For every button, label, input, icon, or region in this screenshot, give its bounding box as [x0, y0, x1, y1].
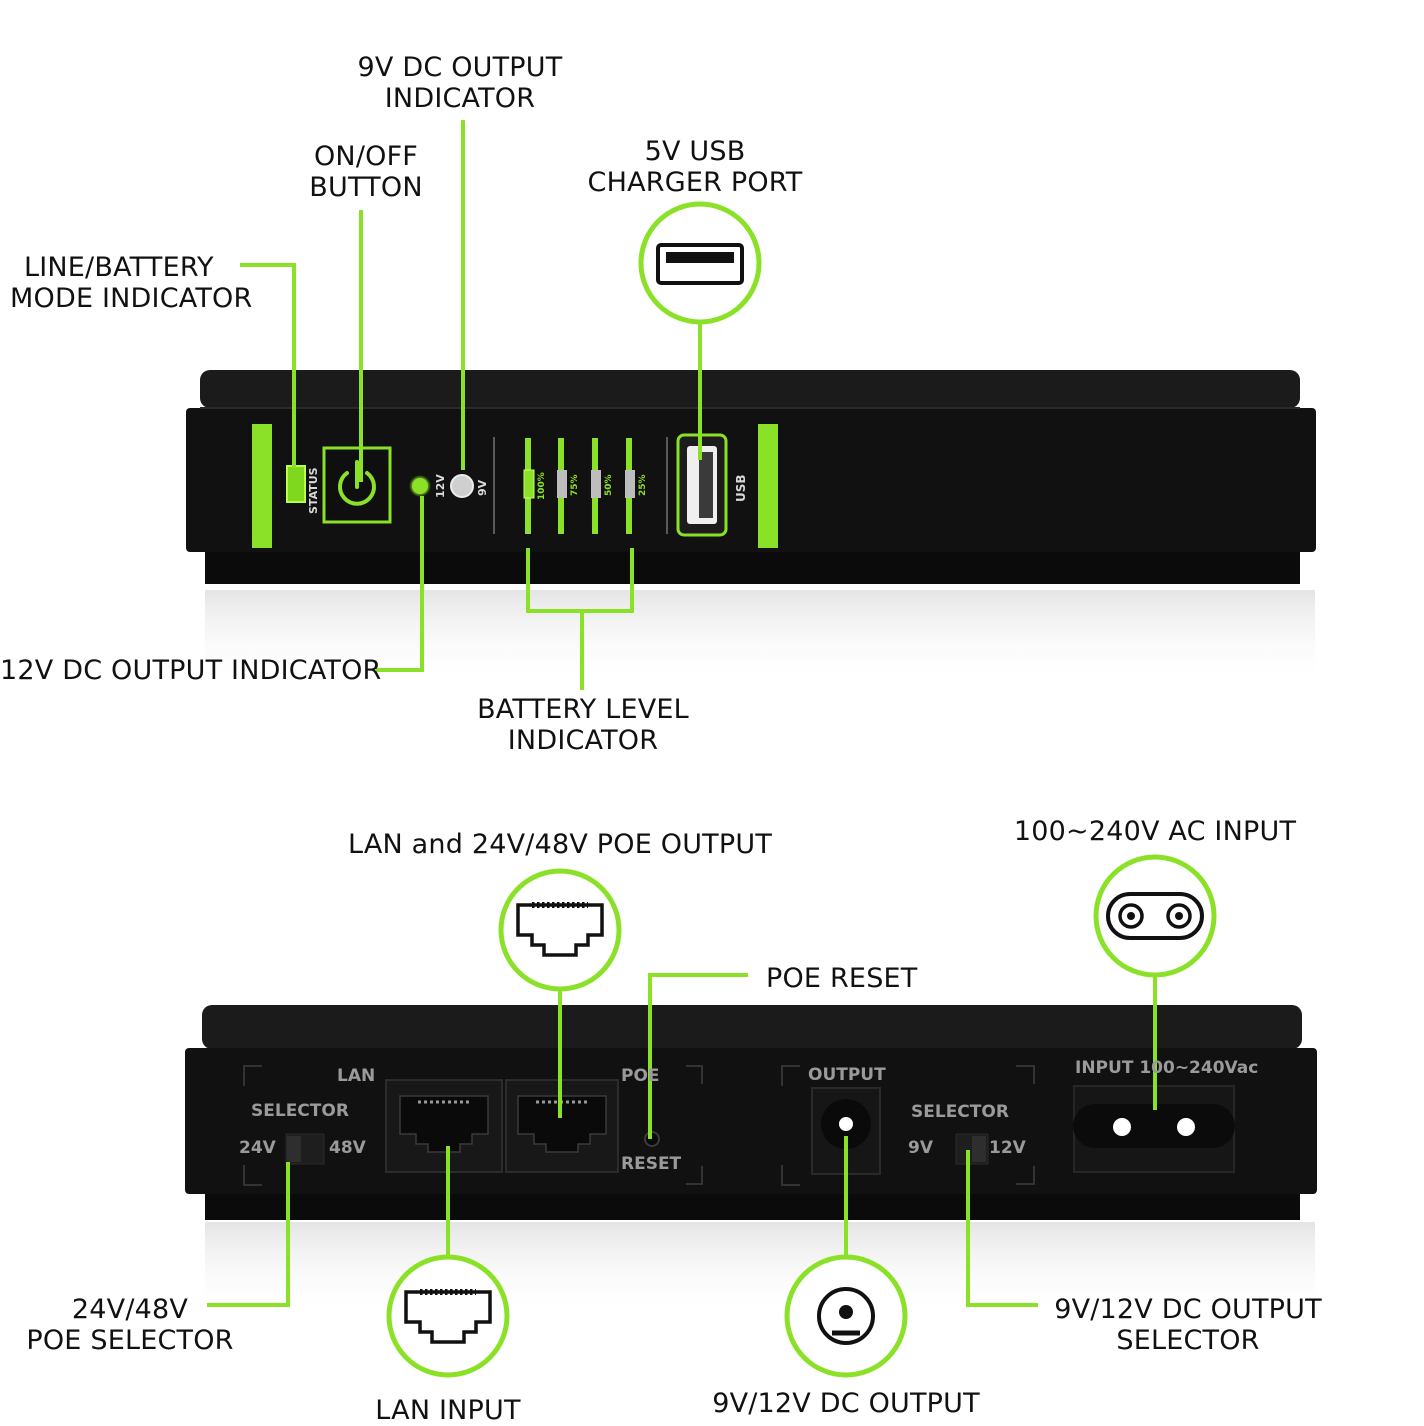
lan-input-zoom-callout — [386, 1254, 510, 1378]
usb-port-icon — [656, 243, 744, 285]
lan-input-callout: LAN INPUT — [375, 1395, 521, 1426]
front-right-green-bar — [758, 424, 778, 548]
rear-view-device — [185, 1005, 1317, 1317]
rear-24v-label: 24V — [239, 1138, 276, 1158]
rear-input-label: INPUT 100~240Vac — [1075, 1058, 1259, 1078]
status-label: STATUS — [307, 467, 320, 514]
front-left-green-bar — [252, 424, 272, 548]
nine-v-indicator-callout: 9V DC OUTPUT INDICATOR — [357, 52, 563, 114]
level-100-label: 100% — [537, 472, 547, 500]
poe-port-zoom-callout — [498, 868, 622, 992]
ethernet-port-icon — [516, 902, 604, 957]
rear-top-lid — [202, 1005, 1302, 1049]
battery-level-callout: BATTERY LEVEL INDICATOR — [477, 694, 689, 756]
poe-reset-callout: POE RESET — [766, 963, 918, 994]
front-view-device — [186, 370, 1316, 685]
poe-selector-callout: 24V/48V POE SELECTOR — [26, 1294, 234, 1356]
line-battery-mode-callout: LINE/BATTERY MODE INDICATOR — [10, 252, 253, 314]
rear-base — [205, 1194, 1300, 1220]
battery-level-bars — [523, 438, 635, 534]
status-led — [286, 465, 306, 503]
dc-selector-callout: 9V/12V DC OUTPUT SELECTOR — [1054, 1294, 1322, 1356]
rear-48v-label: 48V — [329, 1138, 366, 1158]
usb-label: USB — [734, 474, 748, 502]
top-callout-lines — [240, 120, 702, 690]
front-base — [205, 552, 1300, 584]
led-12v-label: 12V — [434, 474, 447, 498]
rear-selector-right-label: SELECTOR — [911, 1102, 1009, 1122]
ac-socket-icon — [1106, 892, 1204, 940]
level-50-label: 50% — [604, 474, 614, 496]
dc-output-callout: 9V/12V DC OUTPUT — [712, 1388, 980, 1419]
bottom-callout-lines — [207, 973, 1157, 1307]
power-icon — [338, 460, 376, 506]
ac-input-callout: 100~240V AC INPUT — [1013, 816, 1297, 847]
rear-reset-label: RESET — [621, 1154, 682, 1174]
front-panel — [186, 408, 1316, 552]
ac-input-zoom-callout — [1093, 854, 1217, 978]
rear-poe-label: POE — [621, 1066, 660, 1086]
rear-9v-label: 9V — [908, 1138, 933, 1158]
rear-selector-left-label: SELECTOR — [251, 1101, 349, 1121]
usb-charger-port-callout: 5V USB CHARGER PORT — [587, 136, 803, 198]
ethernet-port-icon — [404, 1289, 492, 1344]
rear-output-label: OUTPUT — [808, 1065, 886, 1085]
level-75-label: 75% — [570, 474, 580, 496]
dc-jack-icon — [817, 1287, 875, 1345]
led-9v — [450, 474, 474, 498]
rear-lan-label: LAN — [337, 1066, 376, 1086]
twelve-v-indicator-callout: 12V DC OUTPUT INDICATOR — [0, 655, 382, 686]
led-9v-label: 9V — [476, 479, 489, 496]
dc-output-zoom-callout — [784, 1254, 908, 1378]
on-off-button-callout: ON/OFF BUTTON — [309, 141, 423, 203]
level-25-label: 25% — [638, 474, 648, 496]
lan-poe-output-callout: LAN and 24V/48V POE OUTPUT — [347, 829, 773, 860]
front-top-lid — [200, 370, 1300, 408]
usb-zoom-callout — [638, 201, 762, 325]
rear-12v-label: 12V — [989, 1138, 1026, 1158]
